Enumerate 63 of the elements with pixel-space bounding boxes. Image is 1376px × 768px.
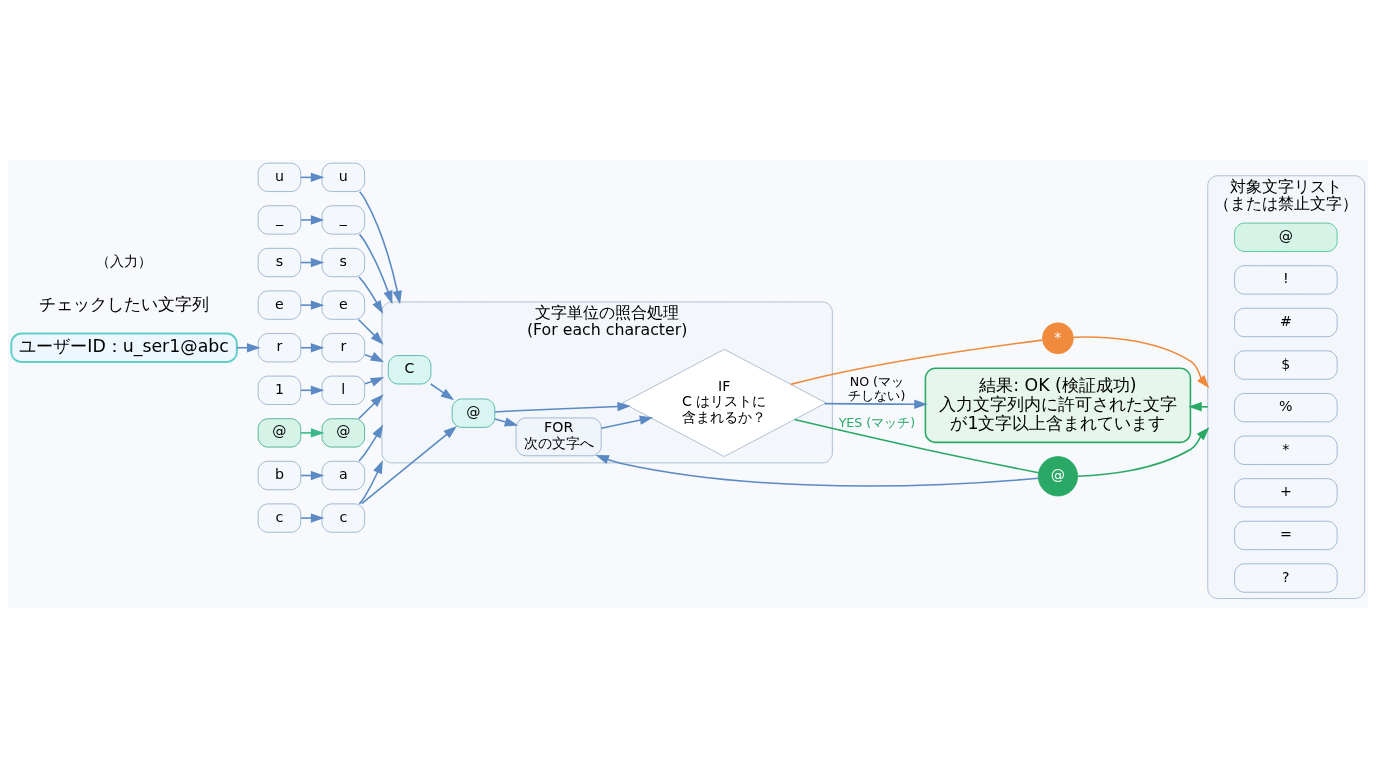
node-diamond: IF C はリストに含まれるか？ (622, 348, 827, 457)
connector (790, 339, 1043, 386)
node-box: 結果: OK (検証成功) 入力文字列内に許可された文字が1文字以上含まれています (924, 367, 1192, 444)
node-box: r (321, 333, 365, 363)
node-box: FOR 次の文字へ (515, 417, 602, 457)
arrow (429, 383, 455, 401)
arrow (358, 276, 384, 314)
node-box: + (1234, 478, 1338, 508)
arrow (358, 190, 402, 305)
arrow (1072, 336, 1210, 389)
arrow (358, 424, 384, 462)
arrow (300, 343, 325, 353)
arrow (358, 233, 393, 305)
edge-label: NO (マッチしない) (848, 374, 906, 404)
node-box: ! (1234, 265, 1338, 295)
arrow (358, 460, 383, 505)
connector (793, 418, 1040, 474)
arrow (236, 343, 261, 353)
arrow (360, 426, 457, 505)
node-box: $ (1234, 350, 1338, 380)
node-box: @ (451, 398, 496, 428)
node-box: _ (257, 205, 302, 235)
node-circle: * (1042, 322, 1074, 355)
node-box: C (387, 355, 432, 385)
node-box: ? (1234, 563, 1338, 593)
node-box: % (1234, 393, 1338, 423)
node-box: 1 (257, 375, 302, 405)
arrow (1076, 427, 1210, 478)
arrow (823, 399, 928, 409)
arrow (600, 415, 654, 429)
node-circle: @ (1037, 456, 1079, 497)
node-box: * (1234, 435, 1338, 465)
arrow (300, 215, 325, 225)
edge-label: YES (マッチ) (838, 415, 916, 431)
node-box: b (257, 460, 302, 491)
arrow (358, 394, 384, 420)
node-box: e (321, 290, 365, 320)
arrow (1188, 402, 1209, 412)
arrow (494, 401, 631, 413)
node-box: @ (321, 418, 365, 448)
label: チェックしたい文字列 (39, 293, 210, 314)
arrow (300, 428, 325, 438)
node-box: c (257, 503, 302, 533)
node-box: e (257, 290, 302, 320)
arrow (357, 318, 384, 345)
node-box: a (321, 460, 365, 491)
node-box: ユーザーID：u_ser1@abc (10, 332, 238, 363)
node-box: @ (1234, 222, 1338, 252)
node-box: u (257, 162, 302, 192)
node-box: s (257, 247, 302, 278)
arrow (300, 300, 325, 310)
node-box: # (1234, 307, 1338, 338)
node-box: @ (257, 418, 302, 448)
arrow (595, 454, 1040, 487)
node-box: c (321, 503, 365, 533)
label: （入力） (96, 253, 153, 270)
node-box: _ (321, 205, 365, 235)
node-box: u (321, 162, 365, 192)
node-box: r (257, 333, 302, 363)
node-box: l (321, 375, 365, 405)
node-box: s (321, 247, 365, 278)
arrow (300, 513, 325, 523)
node-box: = (1234, 520, 1338, 551)
